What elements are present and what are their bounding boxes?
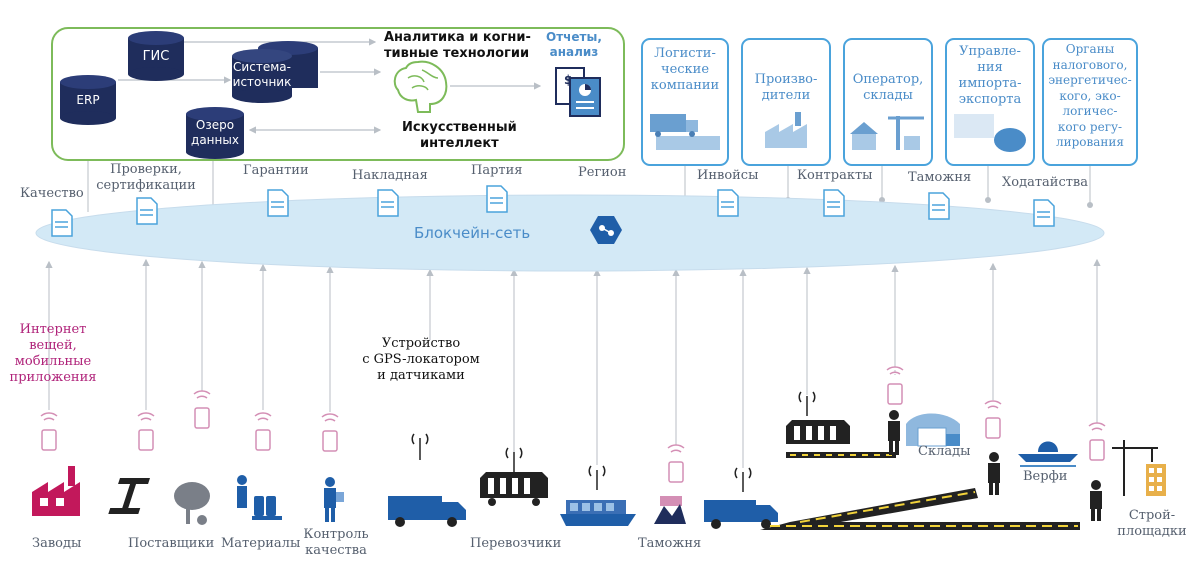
sensor-mixer-icon: [193, 390, 211, 429]
doc-checks-icon: [136, 197, 158, 225]
factory-illustration: [765, 112, 807, 148]
doc-checks-label: Проверки, сертификации: [96, 162, 196, 193]
carriers-label: Перевозчики: [470, 536, 562, 551]
stakeholder-logistics: Логисти- ческие компании: [650, 46, 720, 93]
stakeholder-manufacturers: Произво- дители: [754, 72, 818, 103]
logistics-illustration: [650, 114, 720, 150]
materials-worker-icon: [237, 475, 282, 520]
gis-db-icon: [128, 31, 184, 81]
stakeholder-import-export: Управле- ния импорта- экспорта: [958, 44, 1022, 107]
erp-db-icon: [60, 75, 116, 125]
building-icon: [1146, 464, 1166, 496]
erp-label: ERP: [76, 93, 100, 107]
svg-text:$: $: [564, 73, 572, 87]
blockchain-label: Блокчейн-сеть: [414, 224, 531, 242]
vertical-connectors: [45, 158, 1101, 468]
source-system-label: Система- источник: [232, 60, 292, 89]
doc-petitions-icon: [1033, 199, 1055, 227]
stakeholder-regulators: Органы налогового, энергетичес- кого, эк…: [1048, 42, 1132, 149]
doc-contracts-label: Контракты: [797, 168, 873, 183]
sensor-warehouse-icon: [886, 366, 904, 405]
rail-car-antenna-icon: [798, 391, 816, 416]
warehouse-building-icon: [906, 413, 960, 447]
doc-guarantees-icon: [267, 189, 289, 217]
reports-label: Отчеты, анализ: [546, 30, 602, 59]
cargo-ship-icon: [560, 500, 636, 526]
doc-guarantees-label: Гарантии: [243, 163, 309, 178]
cement-mixer-icon: [174, 482, 210, 525]
brain-icon: [393, 60, 448, 113]
doc-customs-label: Таможня: [908, 170, 972, 185]
sensor-customs-icon: [667, 444, 685, 483]
region-hex-icon: [590, 216, 622, 244]
doc-contracts-icon: [823, 189, 845, 217]
data-lake-label: Озеро данных: [191, 118, 239, 147]
qc-worker-icon: [324, 477, 344, 522]
doc-quality-label: Качество: [20, 186, 84, 201]
rail-car-icon-2: [786, 420, 850, 444]
document-icons: [51, 185, 1055, 237]
world-illustration: [954, 114, 1026, 152]
ship-antenna-icon: [588, 465, 606, 490]
road-ramp: [760, 488, 1080, 530]
doc-invoices-label: Инвойсы: [697, 168, 759, 183]
doc-customs-icon: [928, 192, 950, 220]
doc-waybill-icon: [377, 189, 399, 217]
iot-label: Интернет вещей, мобильные приложения: [9, 322, 97, 385]
doc-batch-icon: [486, 185, 508, 213]
shipyards-label: Верфи: [1023, 469, 1068, 484]
truck-icon-1: [388, 496, 466, 527]
doc-waybill-label: Накладная: [352, 168, 428, 183]
doc-batch-label: Партия: [471, 163, 523, 178]
warehouse-worker-icon: [888, 410, 900, 455]
data-lake-db-icon: [186, 107, 244, 159]
gis-label: ГИС: [142, 49, 170, 64]
shipyard-icon: [1018, 441, 1078, 467]
gps-device-label: Устройство с GPS-локатором и датчиками: [362, 336, 480, 383]
sensor-port-icon: [984, 400, 1002, 439]
doc-invoices-icon: [717, 189, 739, 217]
stakeholder-operators: Оператор, склады: [852, 72, 924, 103]
port-worker-icon: [988, 452, 1000, 495]
doc-region-label: Регион: [578, 165, 627, 180]
sensor-qc-icon: [321, 413, 339, 452]
sensor-factories-icon: [40, 412, 58, 451]
tower-crane-icon: [1112, 440, 1158, 496]
steel-beam-icon: [108, 478, 150, 514]
materials-label: Материалы: [221, 536, 301, 551]
report-icon: $: [555, 67, 601, 117]
sensor-construction-icon: [1088, 422, 1106, 461]
factory-icon: [32, 466, 80, 516]
customs-officer-icon: [654, 496, 686, 524]
gps-antenna-icon: [411, 433, 429, 460]
train-antenna-icon: [505, 447, 523, 472]
warehouses-label: Склады: [918, 444, 971, 459]
rail-track: [786, 452, 896, 458]
warehouse-illustration: [850, 116, 924, 150]
iot-sensor-icons: [40, 366, 1106, 483]
source-system-db-icon: [232, 41, 318, 103]
doc-petitions-label: Ходатайства: [1002, 175, 1088, 190]
factories-label: Заводы: [32, 536, 82, 551]
qc-label: Контроль качества: [303, 527, 369, 558]
suppliers-label: Поставщики: [128, 536, 215, 551]
truck-icon-2: [704, 500, 778, 529]
rail-car-icon: [480, 472, 548, 506]
sensor-suppliers-icon: [137, 412, 155, 451]
sensor-materials-icon: [254, 412, 272, 451]
ai-label: Искусственный интеллект: [402, 120, 517, 151]
database-cylinders: [60, 31, 318, 159]
truck-antenna-icon: [734, 467, 752, 492]
customs-bottom-label: Таможня: [638, 536, 702, 551]
cognitive-tech-label: Аналитика и когни- тивные технологии: [384, 30, 531, 61]
construction-worker-icon: [1090, 480, 1102, 521]
doc-quality-icon: [51, 209, 73, 237]
construction-label: Строй- площадки: [1117, 508, 1187, 539]
